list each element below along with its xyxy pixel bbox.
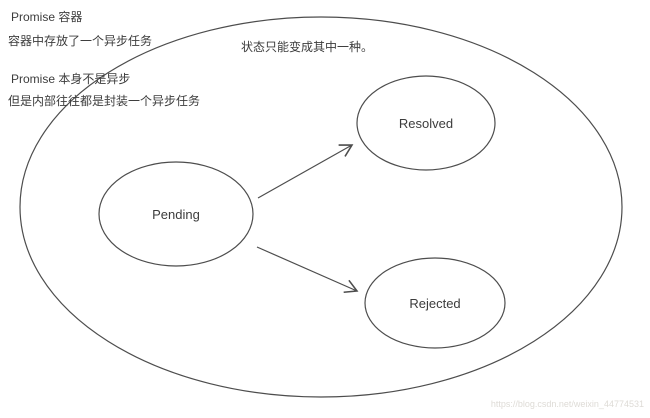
pending-to-rejected-arrow bbox=[256, 246, 359, 294]
outer-container-ellipse bbox=[19, 16, 623, 398]
pending-ellipse bbox=[98, 161, 254, 267]
note-promise-container: Promise 容器 bbox=[11, 10, 83, 24]
rejected-state-label: Rejected bbox=[409, 296, 461, 311]
watermark-url: https://blog.csdn.net/weixin_44774531 bbox=[490, 399, 644, 409]
note-container-holds-async-task: 容器中存放了一个异步任务 bbox=[8, 34, 153, 48]
resolved-ellipse bbox=[356, 75, 496, 171]
state-change-caption: 状态只能变成其中一种。 bbox=[241, 40, 374, 54]
note-wraps-async-task: 但是内部往往都是封装一个异步任务 bbox=[8, 94, 201, 108]
note-promise-not-async: Promise 本身不是异步 bbox=[11, 72, 131, 86]
rejected-ellipse bbox=[364, 257, 506, 349]
pending-state-label: Pending bbox=[152, 207, 200, 222]
resolved-state-label: Resolved bbox=[398, 116, 454, 131]
pending-to-resolved-arrow bbox=[257, 144, 354, 199]
